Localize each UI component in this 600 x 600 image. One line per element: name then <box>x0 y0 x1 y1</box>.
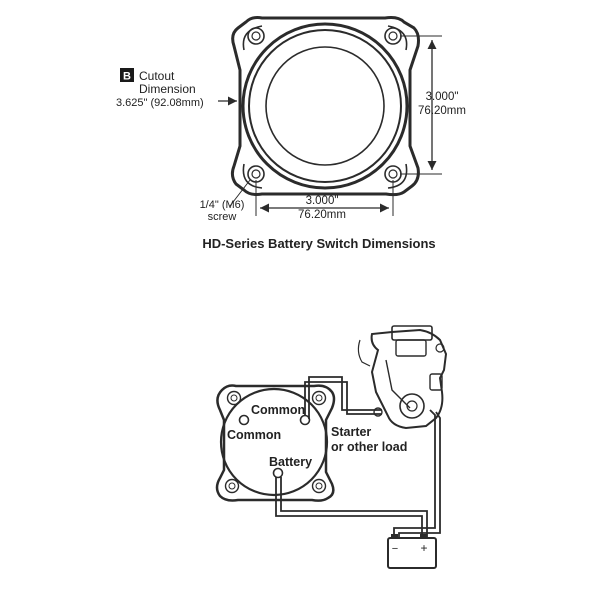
mounting-hole-br <box>384 165 402 183</box>
cutout-label-line2: Dimension <box>139 82 196 96</box>
wiring-diagram: − + Common Common Starter or other load … <box>215 325 448 569</box>
label-common-upper: Common <box>251 403 305 417</box>
ear-detail-tr <box>387 25 408 51</box>
switch-body-ring <box>219 387 329 497</box>
vertical-dimension-inch: 3.000" <box>426 91 459 103</box>
mounting-hole-bl <box>247 165 265 183</box>
inner-ring <box>265 46 385 166</box>
battery <box>387 534 437 569</box>
wire-common-to-starter <box>304 376 382 419</box>
vertical-dimension-mm: 76.20mm <box>418 105 466 117</box>
label-common-lower: Common <box>227 428 281 442</box>
switch-hole-bl <box>224 478 240 494</box>
screw-leader <box>229 179 251 207</box>
battery-plus-sign: + <box>420 541 427 555</box>
switch-hole-br <box>311 478 327 494</box>
ear-detail-bl <box>242 163 263 189</box>
horizontal-dimension-mm: 76.20mm <box>298 209 346 221</box>
horizontal-dimension-inch: 3.000" <box>306 195 339 207</box>
dimension-drawing: B Cutout Dimension 3.625" (92.08mm) 3.00… <box>116 16 466 251</box>
figure-caption: HD-Series Battery Switch Dimensions <box>202 236 435 251</box>
mounting-hole-tl <box>247 27 265 45</box>
ear-detail-tl <box>242 25 263 51</box>
ear-detail-br <box>387 163 408 189</box>
label-starter: Starter <box>331 425 371 439</box>
label-battery-terminal: Battery <box>269 455 312 469</box>
screw-label-line2: screw <box>208 211 237 223</box>
screw-label-line1: 1/4" (M6) <box>200 199 245 211</box>
wire-battery-negative <box>393 409 441 538</box>
starter-motor <box>357 325 448 430</box>
wire-battery-positive <box>275 477 428 538</box>
badge-b <box>120 68 134 82</box>
switch-flange-outline <box>230 16 420 197</box>
mounting-hole-tr <box>384 27 402 45</box>
badge-letter: B <box>123 71 131 83</box>
switch-hole-tl <box>226 390 242 406</box>
middle-ring <box>248 29 402 183</box>
battery-minus-sign: − <box>392 543 398 555</box>
label-other-load: or other load <box>331 440 407 454</box>
cutout-value: 3.625" (92.08mm) <box>116 97 204 109</box>
terminal-common-left <box>238 414 250 426</box>
outer-ring <box>241 22 409 190</box>
switch-body-outline <box>215 384 336 502</box>
cutout-label-line1: Cutout <box>139 69 175 83</box>
switch-hole-tr <box>311 390 327 406</box>
terminal-battery <box>272 467 284 479</box>
